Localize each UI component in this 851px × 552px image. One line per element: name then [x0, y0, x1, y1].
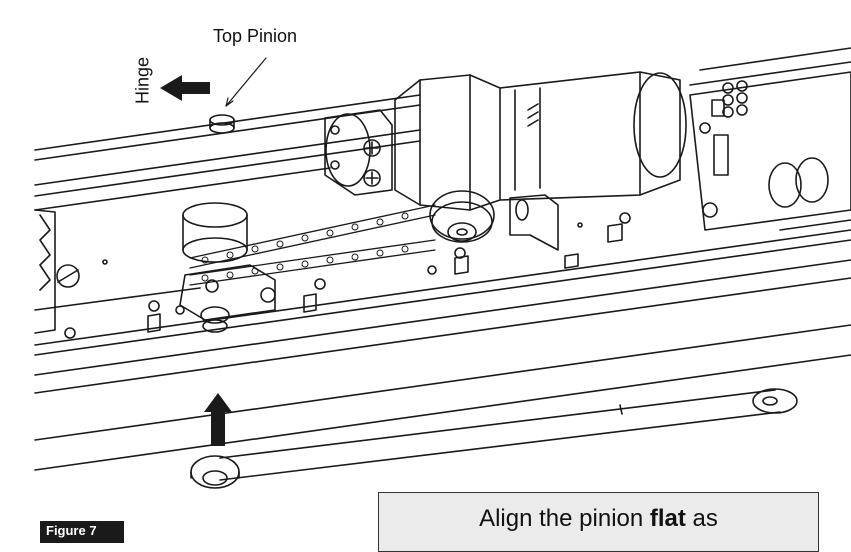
instruction-prefix: Align the pinion — [479, 505, 650, 532]
top-pinion-stub — [209, 114, 235, 134]
motor-mount-bracket — [509, 194, 559, 251]
end-cap-plate — [324, 109, 393, 196]
hinge-label: Hinge — [132, 56, 153, 105]
up-arrow — [204, 393, 232, 446]
instruction-box: Align the pinion flat as — [378, 492, 819, 552]
drive-sprocket — [429, 190, 495, 243]
housing-rails — [34, 47, 851, 471]
door-arm — [190, 388, 798, 489]
drive-chain — [189, 204, 436, 286]
housing-clips — [102, 212, 631, 333]
top-pinion-leader — [225, 57, 267, 107]
top-pinion-label: Top Pinion — [213, 26, 298, 46]
motor-body — [394, 71, 687, 211]
instruction-suffix: as — [685, 505, 718, 532]
instruction-bold: flat — [649, 505, 686, 532]
control-board — [689, 71, 851, 231]
figure-tag: Figure 7 — [40, 521, 124, 543]
hinge-arrow — [160, 75, 210, 101]
left-bracket — [34, 209, 80, 339]
operator-assembly-drawing — [34, 47, 851, 489]
